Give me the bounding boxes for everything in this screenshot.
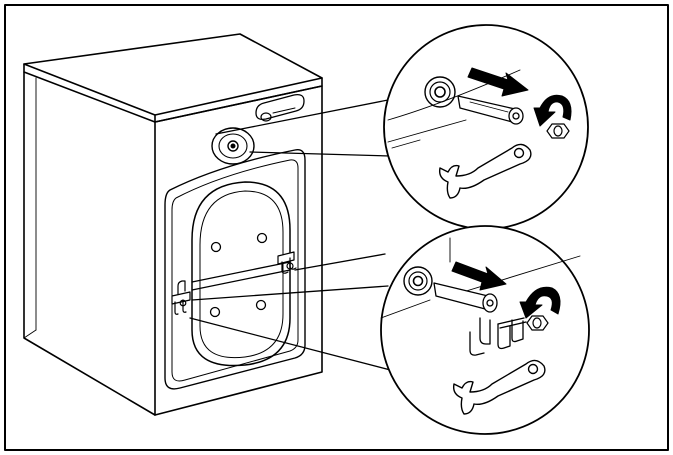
- arrow-right-icon: [451, 261, 507, 291]
- left-bracket-bolt: [171, 280, 191, 315]
- machine-top-edge: [23, 63, 323, 123]
- rotate-counterclockwise-icon: [519, 286, 561, 319]
- rotate-counterclockwise-icon: [533, 94, 572, 127]
- bolt-nut-lower: [526, 315, 549, 331]
- transport-bolt-upper: [457, 95, 524, 125]
- right-bracket-bolt: [277, 251, 297, 274]
- washing-machine: [23, 33, 323, 416]
- arrow-right-icon: [467, 67, 529, 97]
- bolt-nut-upper: [546, 123, 570, 139]
- bolt-socket-lower: [403, 266, 433, 296]
- machine-top-panel: [23, 33, 323, 116]
- rear-panel-inset: [164, 149, 306, 390]
- window-crossbar: [191, 261, 291, 291]
- bolt-socket-upper: [424, 76, 456, 108]
- callout-pointers: [189, 97, 399, 373]
- top-transport-bolt: [211, 127, 255, 165]
- spanner-icon: [438, 143, 532, 199]
- machine-rear-panel: [154, 85, 323, 416]
- transport-bolt-lower: [433, 282, 498, 313]
- callout-upper: [383, 24, 589, 230]
- bolt-brackets-lower: [469, 317, 527, 356]
- spanner-icon: [452, 359, 546, 415]
- rear-vent: [255, 93, 305, 122]
- screw-holes: [209, 232, 268, 318]
- callout-lower: [380, 225, 590, 435]
- rear-window: [191, 181, 291, 367]
- machine-side-panel: [23, 71, 156, 416]
- figure-frame: [4, 4, 669, 451]
